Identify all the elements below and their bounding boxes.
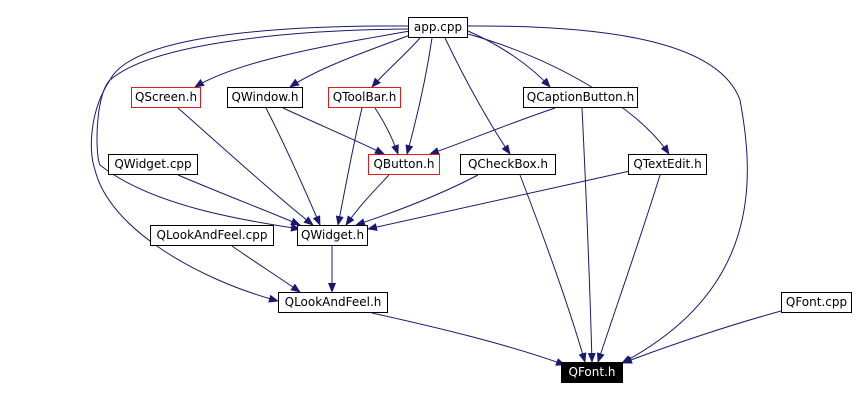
node-qcaptionbutton-h[interactable]: QCaptionButton.h <box>523 87 638 108</box>
edge-app-cpp-to-qbutton-h <box>405 37 433 155</box>
edge-qcaptionbutton-h-to-qbutton-h <box>429 107 556 155</box>
edge-app-cpp-to-qcheckbox-h <box>444 37 511 155</box>
node-qtextedit-h[interactable]: QTextEdit.h <box>628 154 707 175</box>
edge-app-cpp-to-qtoolbar-h <box>371 37 421 88</box>
edge-qwindow-h-to-qwidget-h <box>265 107 321 226</box>
edge-qcheckbox-h-to-qwidget-h <box>355 174 479 226</box>
node-app-cpp[interactable]: app.cpp <box>408 17 468 38</box>
edge-qfont-cpp-to-qfont-h <box>622 310 782 364</box>
edge-app-cpp-to-qwidget-h <box>96 28 411 232</box>
node-qscreen-h[interactable]: QScreen.h <box>131 87 201 108</box>
node-qwidget-cpp[interactable]: QWidget.cpp <box>108 154 198 175</box>
edge-app-cpp-to-qwindow-h <box>289 33 414 88</box>
edge-qlookandfeel-h-to-qfont-h <box>371 312 566 366</box>
node-qcheckbox-h[interactable]: QCheckBox.h <box>460 154 556 175</box>
edge-qcaptionbutton-h-to-qfont-h <box>581 107 596 363</box>
edge-qcheckbox-h-to-qfont-h <box>519 174 587 363</box>
edge-qtextedit-h-to-qfont-h <box>596 174 661 363</box>
node-qlookandfeel-h[interactable]: QLookAndFeel.h <box>278 292 388 313</box>
node-qbutton-h[interactable]: QButton.h <box>368 154 440 175</box>
node-qfont-cpp[interactable]: QFont.cpp <box>781 292 852 313</box>
edge-qscreen-h-to-qwidget-h <box>177 107 314 226</box>
edge-qbutton-h-to-qwidget-h <box>345 174 390 226</box>
edge-app-cpp-to-qcaptionbutton-h <box>467 30 551 88</box>
edge-qtoolbar-h-to-qwidget-h <box>335 107 363 226</box>
edge-qwindow-h-to-qbutton-h <box>282 107 385 155</box>
node-qwindow-h[interactable]: QWindow.h <box>227 87 303 108</box>
node-qfont-h[interactable]: QFont.h <box>561 362 623 383</box>
edge-qtoolbar-h-to-qbutton-h <box>374 107 399 155</box>
node-qtoolbar-h[interactable]: QToolBar.h <box>328 87 401 108</box>
edge-qtextedit-h-to-qwidget-h <box>367 170 631 231</box>
edge-app-cpp-to-qfont-h <box>467 25 748 364</box>
edge-app-cpp-to-qlookandfeel-h <box>90 25 411 303</box>
edge-app-cpp-to-qscreen-h <box>194 30 411 88</box>
edge-qlookandfeel-cpp-to-qlookandfeel-h <box>231 245 301 293</box>
node-qwidget-h[interactable]: QWidget.h <box>297 225 368 246</box>
edge-qwidget-cpp-to-qwidget-h <box>177 174 301 226</box>
node-qlookandfeel-cpp[interactable]: QLookAndFeel.cpp <box>150 225 274 246</box>
